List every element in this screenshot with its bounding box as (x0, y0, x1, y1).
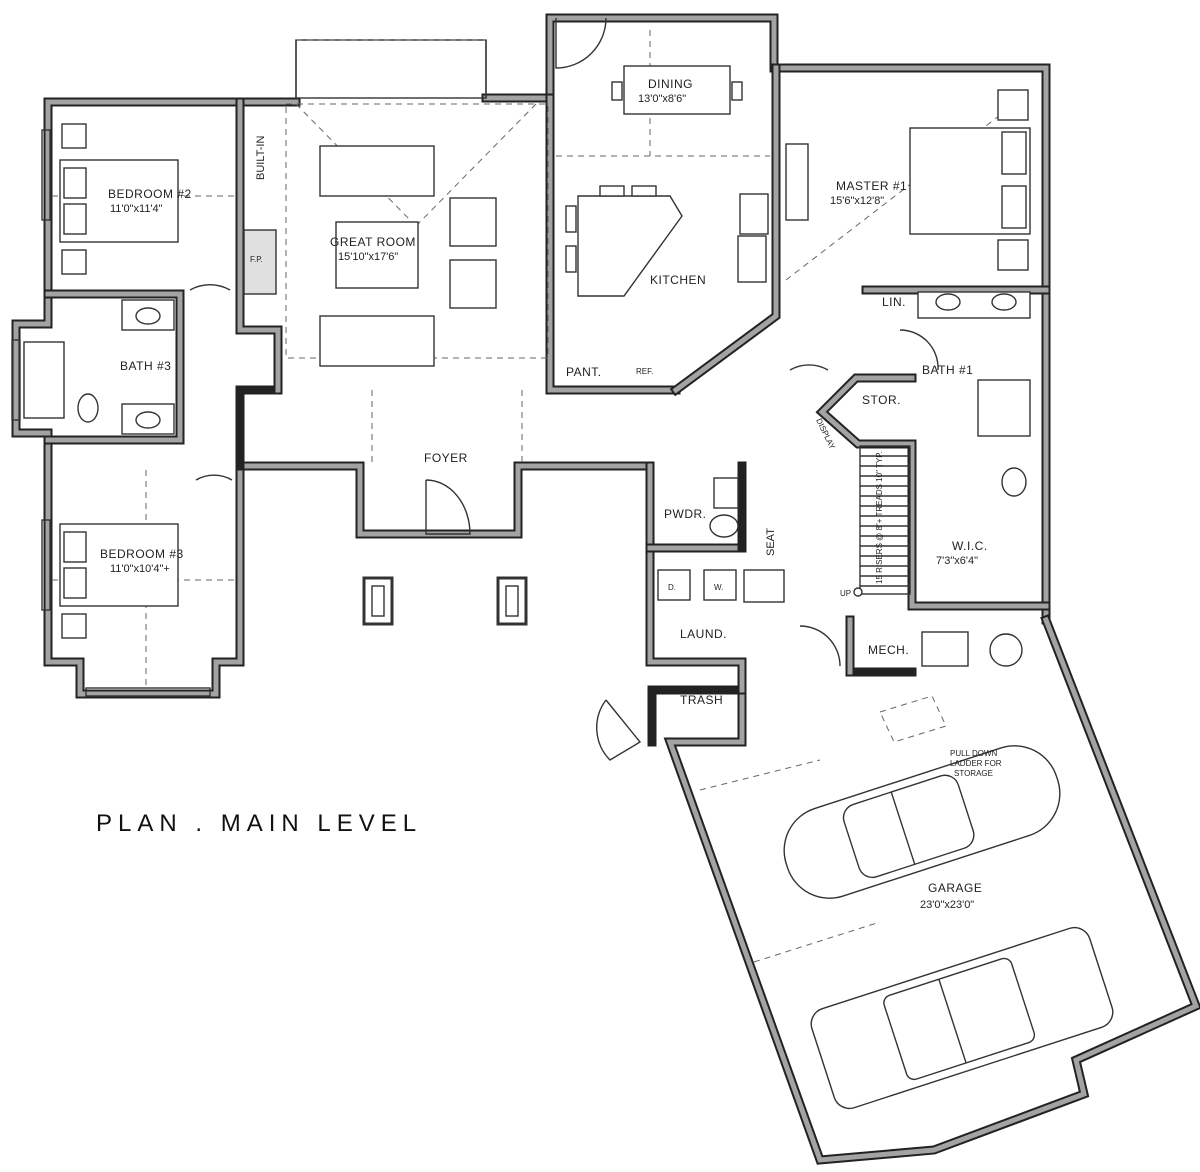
stor-name: STOR. (862, 393, 901, 407)
built-in-label: BUILT-IN (255, 136, 267, 180)
dining-name: DINING (648, 77, 693, 91)
garage-size: 23'0"x23'0" (920, 899, 974, 911)
seat-label: SEAT (765, 528, 777, 556)
pull-down-line2: LADDER FOR (950, 759, 1002, 768)
mech-name: MECH. (868, 643, 909, 657)
pull-down-line3: STORAGE (954, 769, 993, 778)
washer-label: W. (714, 583, 723, 592)
ref-label: REF. (636, 367, 653, 376)
bedroom2-name: BEDROOM #2 (108, 187, 192, 201)
garage-name: GARAGE (928, 881, 982, 895)
ceiling-lines (52, 30, 1031, 690)
great-room-name: GREAT ROOM (330, 235, 416, 249)
foyer-name: FOYER (424, 451, 468, 465)
pant-name: PANT. (566, 365, 602, 379)
dryer-label: D. (668, 583, 676, 592)
trash-name: TRASH (680, 693, 723, 707)
kitchen-name: KITCHEN (650, 273, 706, 287)
stairs-label: 15 RISERS @ 8"+ TREADS 10" TYP. (875, 451, 884, 584)
wic-size: 7'3"x6'4" (936, 555, 978, 567)
walls (11, 13, 1200, 1165)
furniture (23, 65, 1114, 1110)
master-size: 15'6"x12'8" (830, 195, 884, 207)
laund-name: LAUND. (680, 627, 727, 641)
up-label: UP (840, 589, 851, 598)
stairs (853, 445, 911, 597)
fp-label: F.P. (250, 255, 263, 264)
great-room-size: 15'10"x17'6" (338, 251, 398, 263)
room-labels: BEDROOM #2 11'0"x11'4" BEDROOM #3 11'0"x… (100, 77, 988, 911)
bedroom2-size: 11'0"x11'4" (110, 203, 163, 215)
pull-down-line1: PULL DOWN (950, 749, 997, 758)
bath3-name: BATH #3 (120, 359, 171, 373)
lin-name: LIN. (882, 295, 906, 309)
bath1-name: BATH #1 (922, 363, 973, 377)
doors (189, 17, 939, 761)
pwdr-name: PWDR. (664, 507, 707, 521)
bedroom3-name: BEDROOM #3 (100, 547, 184, 561)
dining-size: 13'0"x8'6" (638, 93, 686, 105)
bedroom3-size: 11'0"x10'4"+ (110, 563, 170, 575)
windows (11, 39, 487, 697)
plan-title: PLAN . MAIN LEVEL (96, 810, 423, 837)
master-name: MASTER #1 (836, 179, 907, 193)
wic-name: W.I.C. (952, 539, 988, 553)
